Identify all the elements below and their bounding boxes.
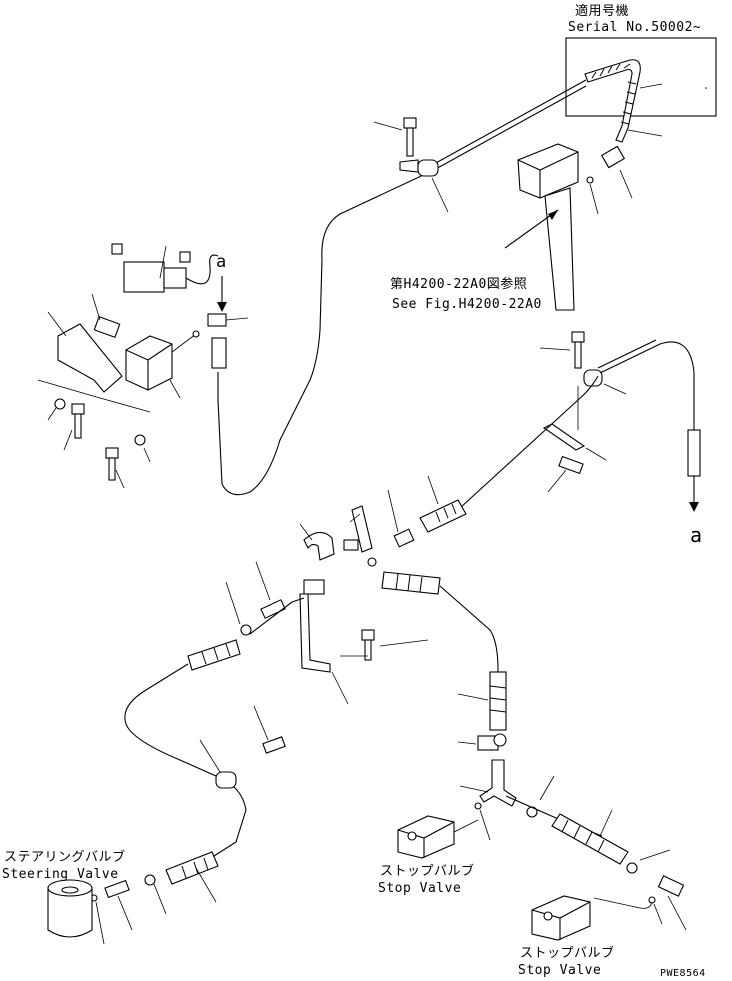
left-loop-hose (124, 663, 247, 857)
serial-hose (584, 59, 641, 143)
right-hose (597, 341, 695, 430)
reference-note-jp: 第H4200-22A0図参照 (390, 277, 528, 292)
center-hose (459, 375, 599, 509)
serial-box-serial: Serial No.50002~ (568, 20, 702, 35)
stop-valve-2-label-jp: ストップバルブ (520, 946, 615, 961)
lower-tee (479, 759, 517, 807)
solenoid-valve (123, 261, 165, 293)
top-bolt (403, 117, 417, 129)
lower-washer (144, 874, 156, 886)
washer-left-2 (134, 434, 146, 446)
center-hose-sleeve (419, 499, 467, 533)
right-bolt-2 (558, 455, 584, 475)
right-clamp (583, 369, 603, 387)
referenced-pipe (544, 187, 575, 311)
center-nipple-1 (393, 528, 415, 548)
bolt-left-2 (105, 447, 119, 459)
reference-note-en: See Fig.H4200-22A0 (392, 297, 542, 312)
connection-marker-top: a (216, 252, 227, 272)
o-ring-top (586, 176, 594, 184)
serial-box-title-jp: 適用号機 (575, 4, 630, 19)
washer-left-1 (54, 398, 66, 410)
vertical-sleeve (489, 671, 507, 731)
steering-valve-label-jp: ステアリングバルブ (4, 850, 126, 865)
lower-sleeve (165, 851, 219, 885)
stop-nipple (657, 875, 685, 897)
center-elbow (303, 531, 335, 561)
left-nipple (260, 599, 286, 619)
stop-sleeve (551, 813, 629, 865)
drawing-code: PWE8564 (660, 968, 706, 979)
stop-valve-1-label-jp: ストップバルブ (380, 864, 475, 879)
pressure-switch (93, 315, 121, 339)
left-washer (240, 624, 252, 636)
right-bolt (571, 331, 585, 343)
valve-block (125, 335, 173, 391)
bolt-left-1 (71, 403, 85, 415)
center-hose-right (439, 585, 499, 700)
steering-valve-label-en: Steering Valve (2, 867, 119, 882)
serial-hose-hatch (591, 63, 637, 125)
lower-clamp (215, 771, 237, 789)
center-bolt (361, 629, 375, 641)
hose-end-right (687, 429, 701, 477)
center-bracket (303, 579, 325, 595)
left-sleeve (187, 639, 241, 671)
stop-valve-2-label-en: Stop Valve (518, 963, 602, 978)
main-hose-upper (217, 85, 587, 496)
right-bracket (542, 423, 586, 451)
referenced-component (517, 143, 579, 199)
stop-valve-1-label-en: Stop Valve (378, 881, 462, 896)
left-bracket (57, 323, 123, 393)
elbow-fitting-top (600, 145, 626, 169)
tee-fitting-left (207, 313, 227, 327)
top-clamp (417, 159, 439, 177)
lower-nipple (104, 879, 130, 899)
center-tee (351, 505, 373, 553)
connection-marker-right: a (690, 523, 703, 547)
stop-washer-2 (626, 862, 638, 874)
serial-box-frame (565, 37, 717, 117)
hose-end-left (211, 337, 227, 369)
lower-bolt (262, 736, 286, 754)
